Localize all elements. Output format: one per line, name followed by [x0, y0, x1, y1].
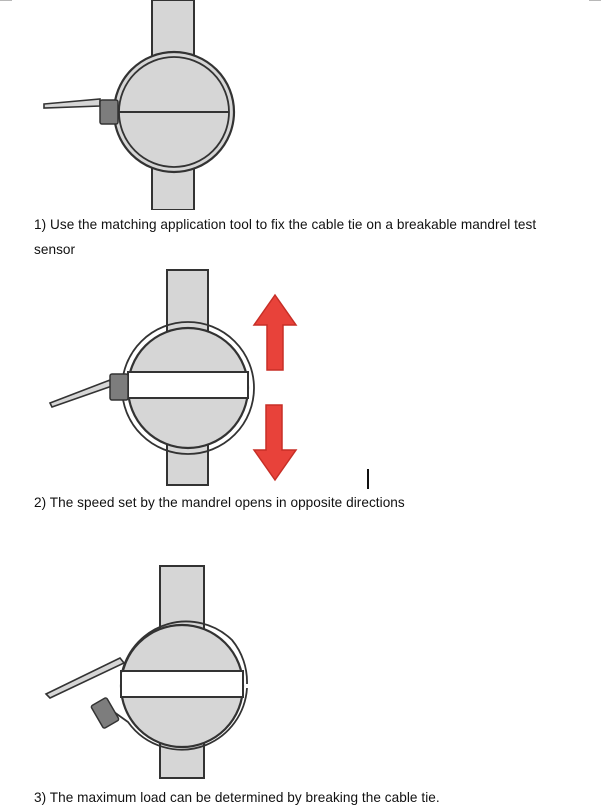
broken-tie-upper-band — [121, 620, 248, 685]
step-3-caption-line-1: 3) The maximum load can be determined by… — [34, 790, 440, 805]
step-3-caption: 3) The maximum load can be determined by… — [34, 785, 440, 810]
cable-tie-head — [109, 373, 129, 401]
cable-tie-tail — [44, 657, 126, 699]
cable-tie-tail — [43, 98, 101, 109]
mandrel-gap — [120, 670, 244, 698]
cable-tie-head — [99, 99, 119, 125]
figure-1-mandrel-with-tie — [43, 0, 236, 210]
cable-tie-tail — [48, 378, 114, 408]
broken-tie-lower-band — [113, 687, 248, 751]
arrow-down-icon — [252, 404, 298, 482]
step-2-caption: 2) The speed set by the mandrel opens in… — [34, 490, 405, 515]
text-cursor — [367, 469, 369, 489]
arrow-up-icon — [252, 293, 298, 371]
cable-tie-head — [90, 697, 120, 729]
page-corner-mark-right — [589, 0, 601, 1]
step-2-caption-line-1: 2) The speed set by the mandrel opens in… — [34, 495, 405, 510]
figure-2-mandrel-opening — [48, 269, 298, 486]
mandrel-gap — [127, 371, 249, 399]
step-1-caption: 1) Use the matching application tool to … — [34, 212, 536, 262]
step-1-caption-line-2: sensor — [34, 242, 76, 257]
figure-3-broken-tie — [44, 565, 248, 779]
step-1-caption-line-1: 1) Use the matching application tool to … — [34, 217, 537, 232]
page-corner-mark-left — [0, 0, 12, 1]
